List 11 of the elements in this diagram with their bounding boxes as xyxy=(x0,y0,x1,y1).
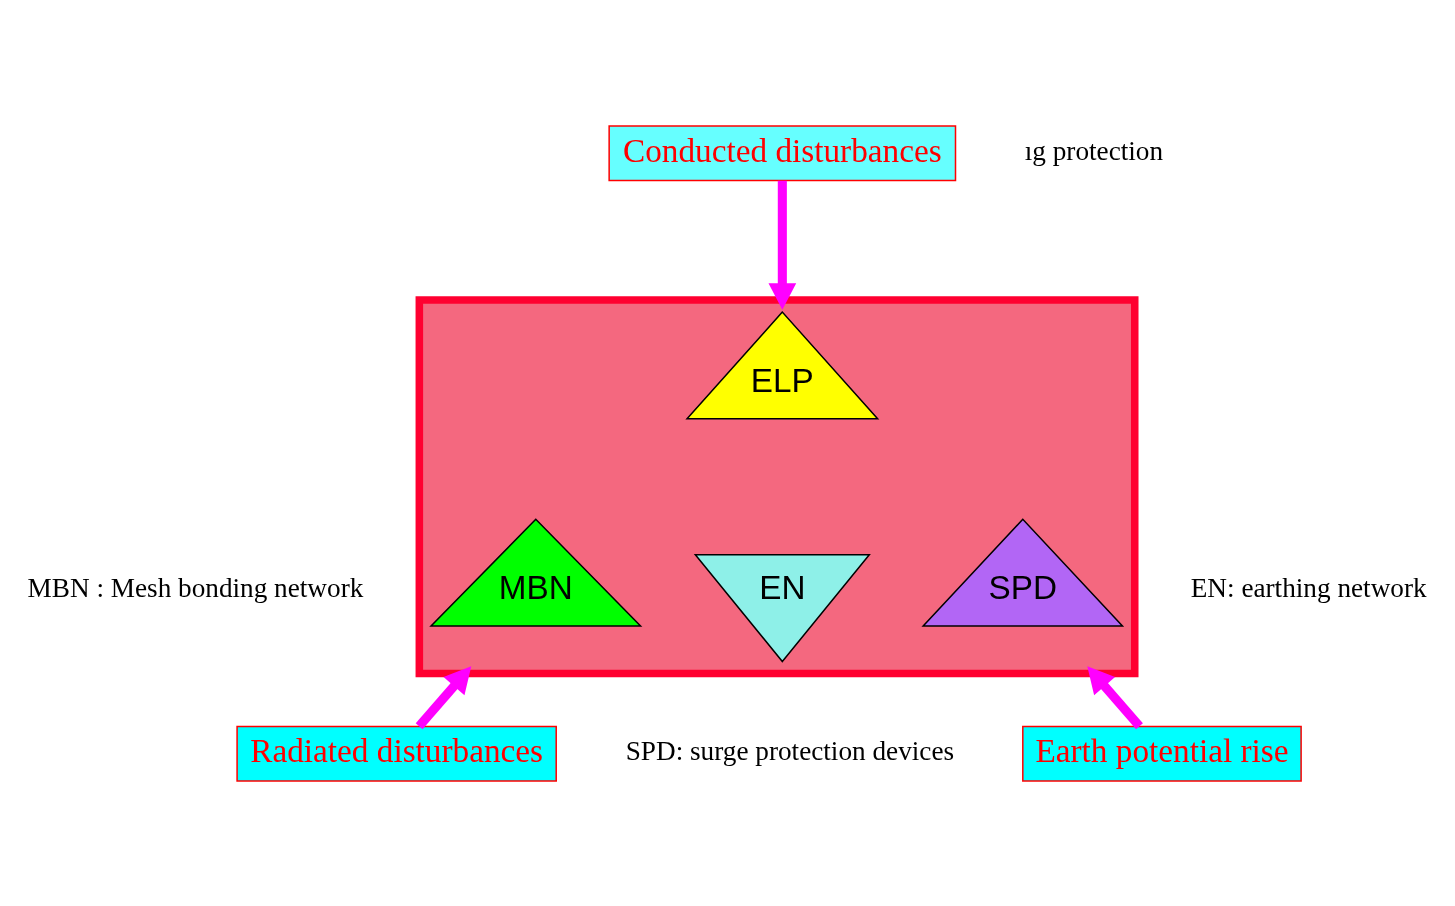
node-box: Conducted disturbances xyxy=(608,124,957,181)
label: ıg protection xyxy=(1024,135,1164,166)
arrow xyxy=(415,665,472,729)
label: MBN : Mesh bonding network xyxy=(27,572,364,603)
cluster xyxy=(415,295,1139,677)
label: EN: earthing network xyxy=(1190,572,1427,603)
arrow xyxy=(1087,665,1143,729)
node-box: Radiated disturbances xyxy=(236,725,557,782)
arrow xyxy=(768,180,797,310)
label: SPD: surge protection devices xyxy=(625,735,955,766)
node-box: Earth potential rise xyxy=(1022,725,1302,782)
